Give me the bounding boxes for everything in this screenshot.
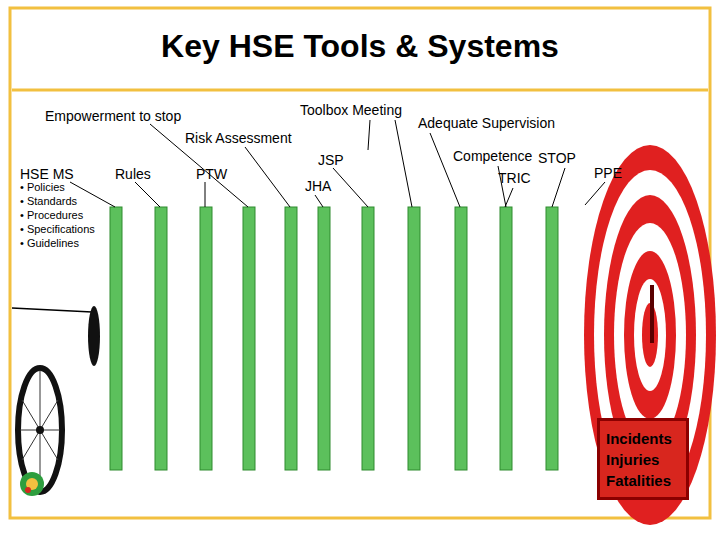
tool-label: PPE <box>594 165 622 181</box>
leader-lines <box>70 120 605 207</box>
cannon <box>12 306 100 492</box>
outcome-box: Incidents Injuries Fatalities <box>597 418 689 500</box>
tool-label: JHA <box>305 178 331 194</box>
outcome-text: Incidents Injuries Fatalities <box>606 428 680 491</box>
tool-label: Empowerment to stop <box>45 108 181 124</box>
barrier-bars <box>110 207 558 470</box>
slide-frame <box>10 8 710 518</box>
tool-label: TRIC <box>498 170 531 186</box>
tool-label: Competence <box>453 148 532 164</box>
tool-label: Adequate Supervision <box>418 115 555 131</box>
tool-label: • Procedures <box>20 209 83 221</box>
tool-label: JSP <box>318 152 344 168</box>
title-rule <box>12 89 708 92</box>
tool-label: PTW <box>196 166 227 182</box>
tool-label: STOP <box>538 150 576 166</box>
logo <box>20 472 44 496</box>
target <box>584 145 716 525</box>
tool-label: Toolbox Meeting <box>300 102 402 118</box>
tool-label: HSE MS <box>20 166 74 182</box>
tool-label: Rules <box>115 166 151 182</box>
tool-label: • Standards <box>20 195 77 207</box>
tool-label: • Policies <box>20 181 65 193</box>
tool-label: • Specifications <box>20 223 95 235</box>
tool-label: Risk Assessment <box>185 130 292 146</box>
tool-label: • Guidelines <box>20 237 79 249</box>
slide-title: Key HSE Tools & Systems <box>0 28 720 65</box>
